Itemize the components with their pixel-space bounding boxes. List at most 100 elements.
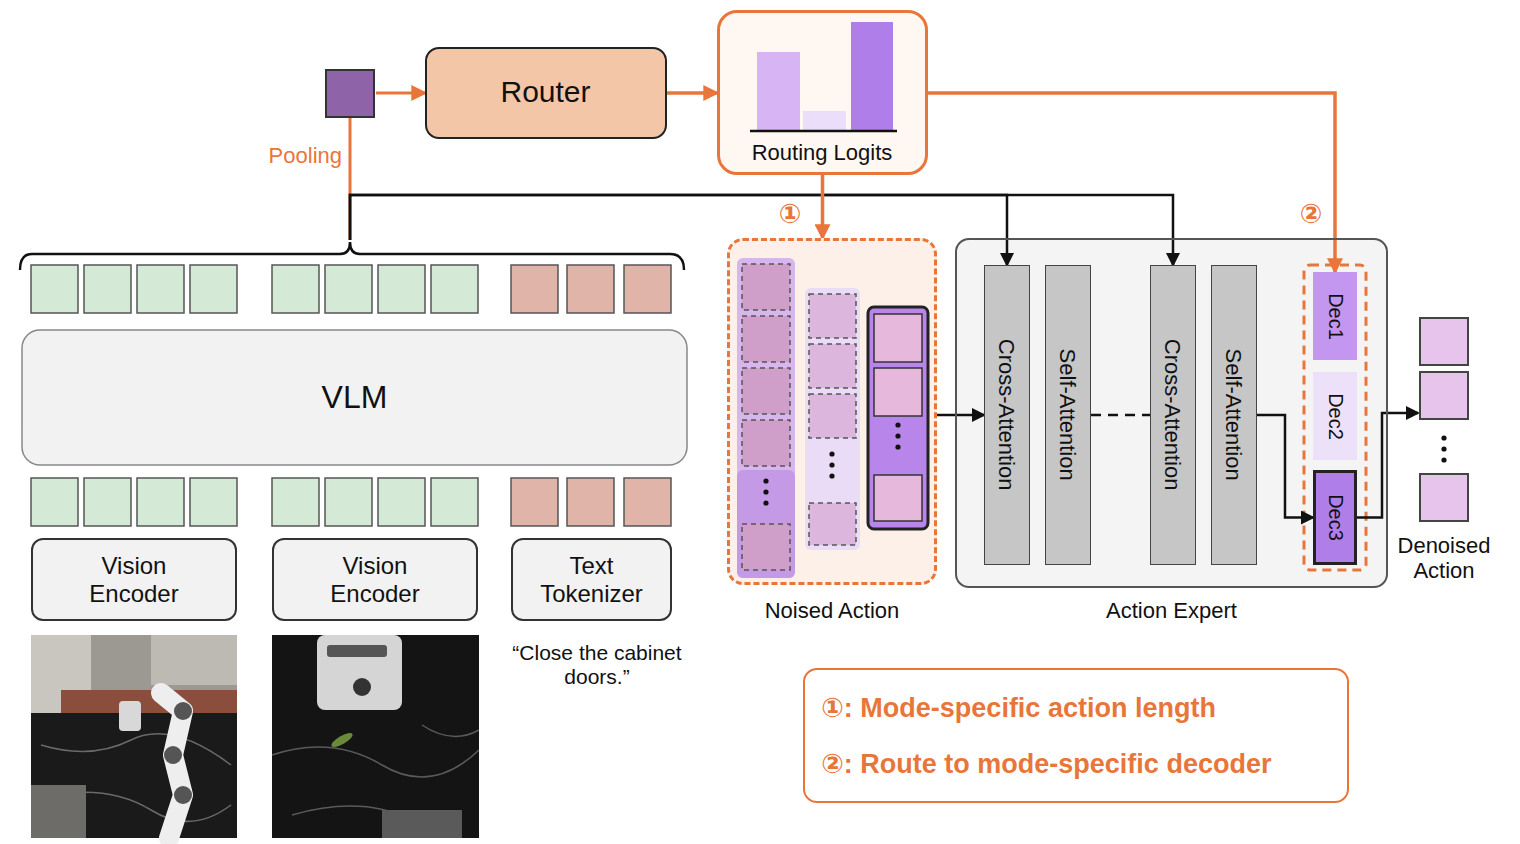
token-square xyxy=(809,344,856,388)
token-square xyxy=(272,478,319,526)
token-square xyxy=(511,478,558,526)
connector-arrow xyxy=(937,414,984,417)
token-square xyxy=(809,394,856,438)
text-holder: ① xyxy=(772,198,808,232)
token-square xyxy=(567,478,614,526)
text-holder: Dec2 xyxy=(1313,372,1357,460)
text-holder: Cross-Attention xyxy=(1151,266,1194,563)
text-holder: Self-Attention xyxy=(1212,266,1255,563)
node-text: ①: Mode-specific action length xyxy=(821,693,1216,724)
action-column xyxy=(737,258,795,578)
attention-block: Cross-Attention xyxy=(1150,265,1196,565)
legend-box: ①: Mode-specific action length ②: Route t… xyxy=(803,668,1349,803)
ellipsis-dot xyxy=(1441,435,1446,440)
token-square xyxy=(624,478,671,526)
ellipsis-dot xyxy=(763,478,768,483)
token-square xyxy=(742,368,790,414)
node-text: Vision Encoder xyxy=(310,552,440,607)
token-square xyxy=(567,265,614,313)
action-column xyxy=(737,470,795,578)
token-square xyxy=(624,265,671,313)
kitchen-photo xyxy=(61,690,237,716)
vlm-outline xyxy=(22,330,687,465)
tokenizer-box: Text Tokenizer xyxy=(511,538,672,621)
kitchen-photo xyxy=(151,635,237,685)
token-square xyxy=(190,265,237,313)
ellipsis-dot xyxy=(829,462,834,467)
token-square xyxy=(1420,318,1468,365)
ellipsis-dot xyxy=(829,451,834,456)
decoder-box: Dec2 xyxy=(1313,372,1357,460)
connector-arrow xyxy=(1091,414,1150,417)
token-square xyxy=(325,478,372,526)
node-text: Vision Encoder xyxy=(69,552,199,607)
kitchen-photo xyxy=(31,635,237,838)
token-square xyxy=(742,524,790,570)
text-holder: Self-Attention xyxy=(1046,266,1089,563)
encoder-box: Vision Encoder xyxy=(272,538,478,621)
node-text: Action Expert xyxy=(1106,598,1237,623)
node-drawing xyxy=(1418,316,1470,524)
text-holder: Router xyxy=(427,49,664,136)
action-expert-panel xyxy=(955,238,1388,588)
attention-block: Self-Attention xyxy=(1211,265,1257,565)
pooled-token xyxy=(326,70,374,117)
ellipsis-dot xyxy=(895,433,900,438)
kitchen-photo xyxy=(31,785,86,838)
toaster-photo xyxy=(353,678,371,696)
kitchen-photo xyxy=(31,635,237,838)
ellipsis-dot xyxy=(763,489,768,494)
token-square xyxy=(325,265,372,313)
node-text: Cross-Attention xyxy=(994,339,1019,491)
kitchen-photo xyxy=(174,702,192,720)
token-square xyxy=(137,265,184,313)
connector-arrow xyxy=(667,91,717,95)
token-square xyxy=(874,368,922,416)
token-square xyxy=(874,314,922,362)
vlm-block: VLM xyxy=(18,240,688,530)
token-square xyxy=(31,478,78,526)
routing-logits-box: Routing Logits xyxy=(717,10,928,175)
toaster-photo xyxy=(327,645,387,657)
kitchen-photo xyxy=(31,713,237,838)
text-holder: Action Expert xyxy=(957,596,1386,626)
text-holder: Routing Logits xyxy=(720,137,924,169)
connector-arrow xyxy=(928,93,1335,272)
node-text: VLM xyxy=(322,379,388,416)
text-holder: Cross-Attention xyxy=(985,266,1028,563)
logit-bar xyxy=(757,52,800,130)
router-box: Router xyxy=(425,47,667,139)
node-text: Dec2 xyxy=(1324,393,1347,440)
decoder-box: Dec1 xyxy=(1313,272,1357,360)
noised-action-group: Noised Action xyxy=(727,238,937,585)
text-holder: Dec3 xyxy=(1316,473,1354,562)
text-holder: Text Tokenizer xyxy=(513,540,670,619)
token-square xyxy=(378,265,425,313)
node-text: Text Tokenizer xyxy=(522,552,662,607)
token-square xyxy=(1420,474,1468,521)
kitchen-photo xyxy=(119,701,141,731)
decoder-group-outline xyxy=(1304,265,1366,570)
ellipsis-dot xyxy=(895,444,900,449)
action-expert-panel: Action ExpertCross-AttentionSelf-Attenti… xyxy=(955,238,1388,588)
instruction-text: “Close the cabinet doors.” xyxy=(512,641,682,689)
toaster-photo xyxy=(272,635,479,838)
denoised-action-stack: Denoised Action xyxy=(1418,316,1470,524)
toaster-photo xyxy=(317,635,402,710)
text-holder: Noised Action xyxy=(710,596,954,626)
node-text: Noised Action xyxy=(765,598,900,623)
token-square xyxy=(378,478,425,526)
token-square xyxy=(84,265,131,313)
ellipsis-dot xyxy=(763,500,768,505)
logit-bar xyxy=(851,22,893,130)
ellipsis-dot xyxy=(895,422,900,427)
text-holder: ② xyxy=(1293,198,1329,232)
node-text: ②: Route to mode-specific decoder xyxy=(821,749,1271,780)
node-drawing xyxy=(730,241,940,588)
toaster-photo xyxy=(272,635,479,838)
action-column xyxy=(868,307,928,529)
text-holder: Denoised Action xyxy=(1374,528,1514,588)
node-text: Routing Logits xyxy=(752,140,893,165)
token-square xyxy=(84,478,131,526)
